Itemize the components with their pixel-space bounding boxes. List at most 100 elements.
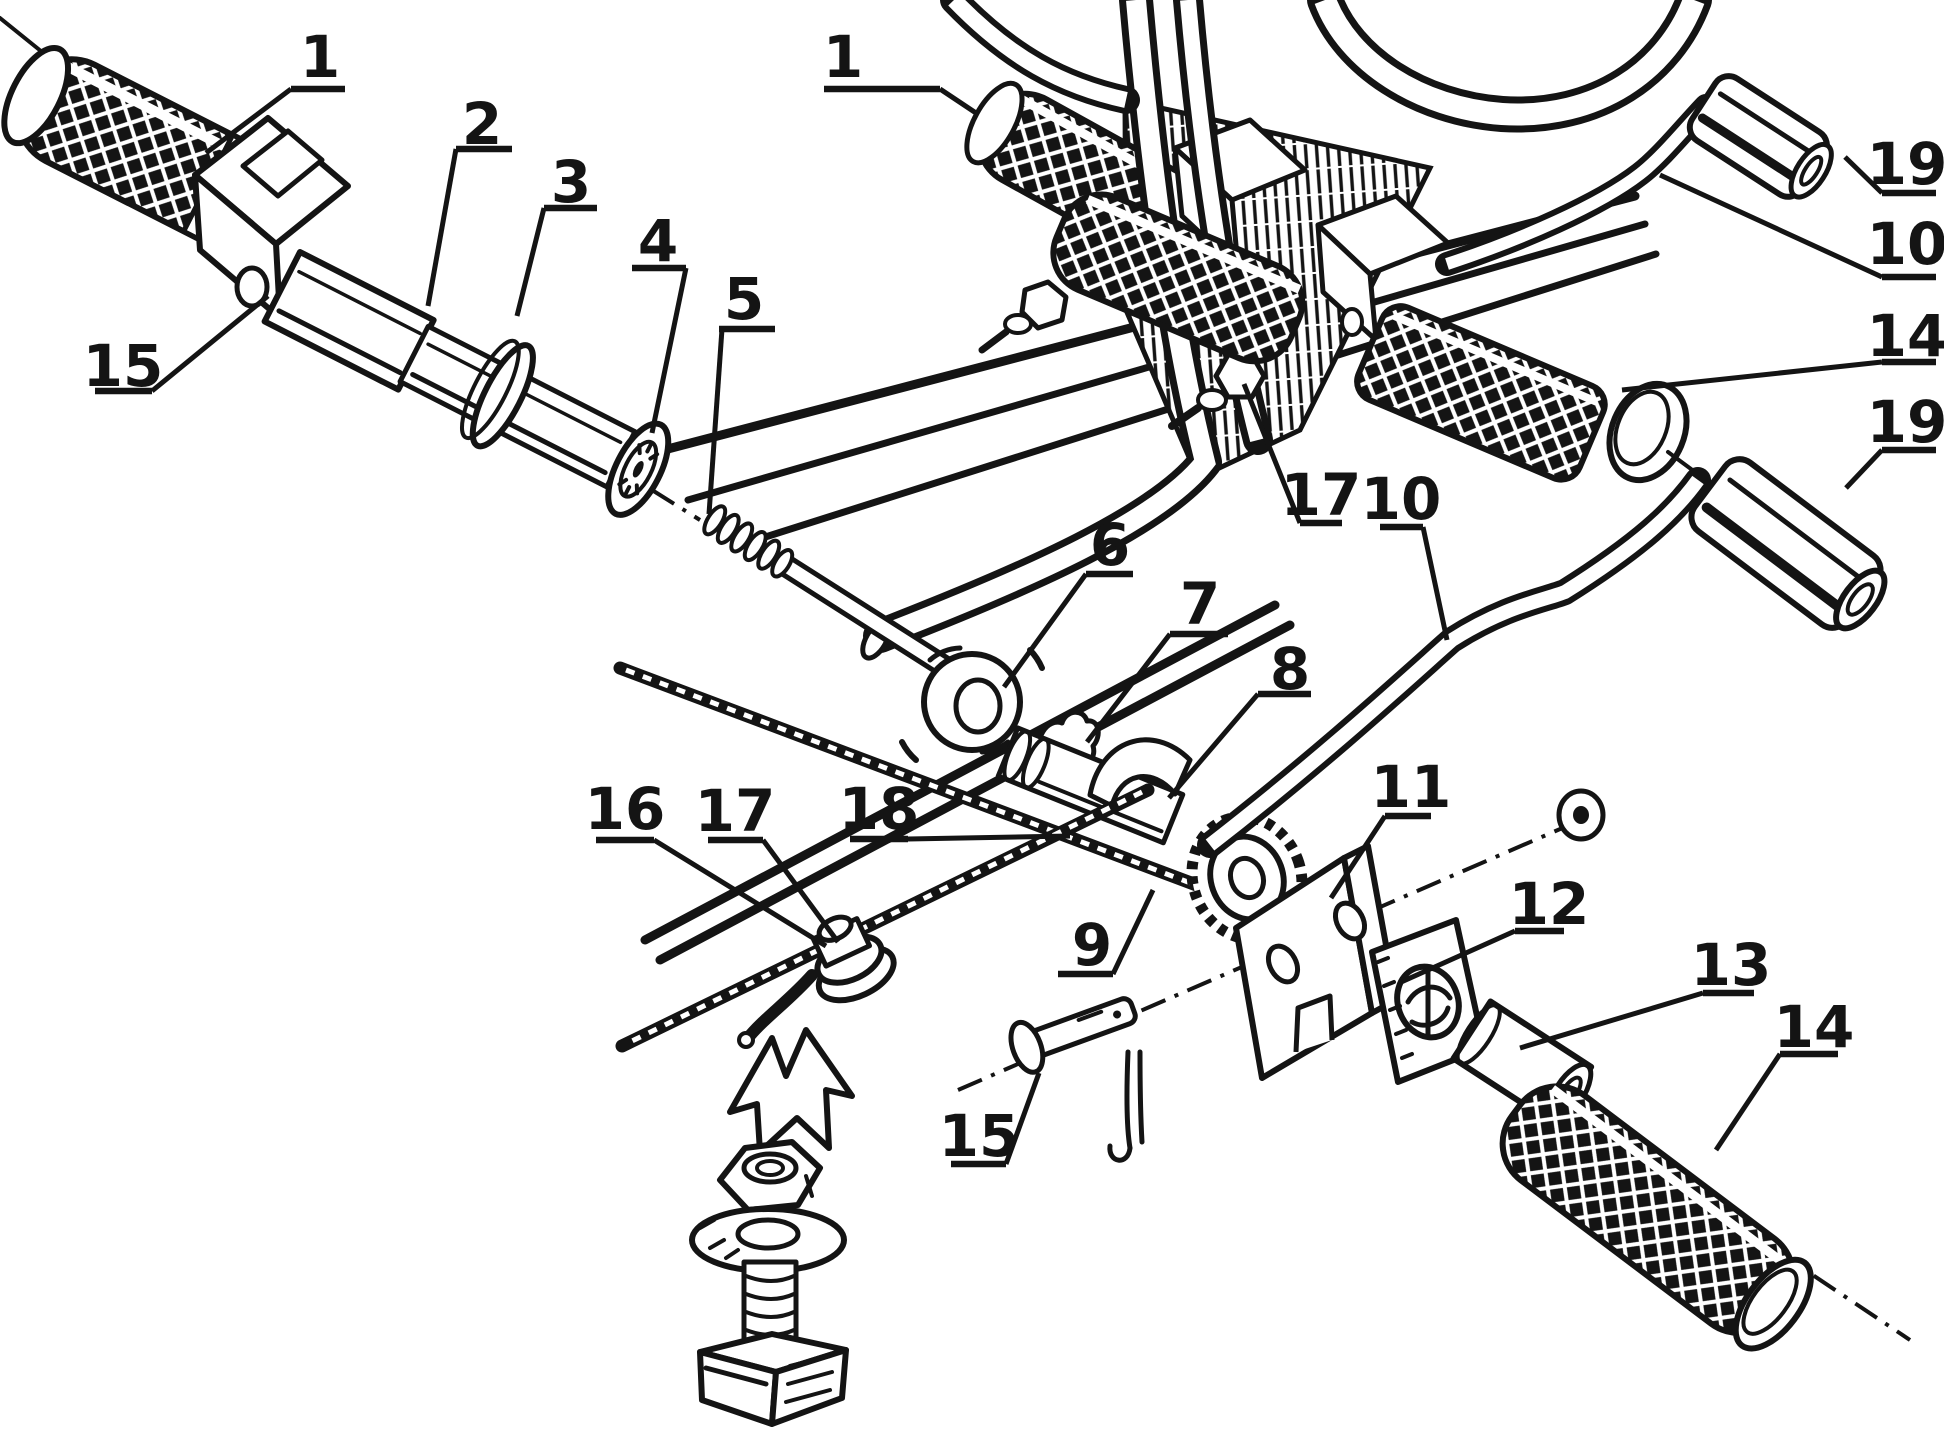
callout-leader-line [514,207,547,317]
part-number: 11 [1371,753,1452,821]
splined-end-cap [605,420,672,518]
part-callout-10: 10 [1658,172,1944,281]
callout-leader-line [1085,632,1172,744]
callout-leader-line [760,838,841,944]
cotter-pin [1107,1049,1145,1163]
part-number: 10 [1361,465,1442,533]
part-callout-18: 18 [839,775,1071,843]
kick-lever-upper [1435,73,1834,276]
part-number: 2 [462,90,502,158]
pivot-dome [1087,737,1193,809]
callout-leader-line [1658,172,1884,280]
part-number: 8 [1270,635,1310,703]
part-number: 9 [1072,911,1112,979]
part-number: 14 [1774,993,1855,1061]
hex-nut [717,1139,823,1213]
callout-leader-line [938,86,978,116]
part-callout-14: 14 [1713,993,1855,1152]
callout-leader-line [1713,1052,1783,1152]
frame-lower-stays [640,600,1295,965]
part-number: 1 [300,23,340,91]
kick-lever-lower [1197,456,1888,858]
part-number: 15 [83,332,164,400]
part-callout-8: 8 [1167,635,1311,800]
part-callout-13: 13 [1519,931,1772,1051]
frame-rear-loop-tube [1307,0,1712,133]
callout-leader-line [1519,990,1704,1051]
part-number: 15 [939,1102,1020,1170]
flat-washer [689,1206,847,1274]
part-callout-17: 17 [695,777,841,944]
part-callout-9: 9 [1058,888,1156,979]
part-callout-10: 10 [1361,465,1450,641]
part-number: 10 [1867,210,1944,278]
pivot-tube-assembly [261,249,672,518]
callout-leader-line [1001,572,1089,689]
cable-adjuster [810,914,897,1004]
mounting-bracket [1233,843,1399,1081]
callout-leader-line [1110,888,1156,976]
detached-footrest-rubber [1499,1083,1814,1352]
brake-rod [613,661,1222,899]
part-number: 7 [1180,570,1220,638]
part-callout-1: 1 [204,23,345,155]
part-callout-14: 14 [1621,302,1944,393]
part-callout-3: 3 [514,148,597,317]
callout-leader-line [652,837,828,949]
callout-leader-line [1167,692,1260,800]
part-number: 18 [839,775,920,843]
part-number: 4 [638,207,678,275]
stud-bolt [697,1259,849,1427]
callout-leader-line [649,267,689,434]
part-number: 13 [1691,931,1772,999]
part-number: 14 [1867,302,1944,370]
callout-leader-line [204,87,293,155]
frame-bolt-upper [978,279,1069,354]
callout-leader-line [1621,359,1883,393]
cable-end-hook [742,969,818,1044]
pedal-rubber-lower [1688,456,1888,632]
part-callout-16: 16 [585,775,828,949]
rod-washer [899,645,1045,763]
assembly-arrow [727,1027,855,1155]
clevis-pin [1008,996,1138,1075]
part-number: 17 [1281,461,1362,529]
part-callout-15: 15 [939,1072,1042,1170]
part-callout-11: 11 [1328,753,1452,900]
part-number: 17 [695,777,776,845]
part-callout-19: 19 [1843,130,1944,198]
part-callout-1: 1 [823,23,978,116]
part-number: 12 [1509,870,1590,938]
part-callout-2: 2 [425,90,512,307]
small-washer [1556,788,1606,842]
square-nut-plate [1369,917,1487,1085]
callout-leader-line [907,833,1071,842]
part-callout-5: 5 [706,265,775,515]
callout-leader-line [150,294,270,393]
pedal-rubber-upper [1686,73,1834,200]
callout-leader-line [1328,814,1388,900]
part-number: 5 [724,265,764,333]
part-callout-7: 7 [1085,570,1228,744]
part-number: 1 [823,23,863,91]
callout-leader-line [1844,448,1884,490]
part-number: 6 [1090,511,1130,579]
callout-leader-line [1241,383,1303,524]
callout-leader-line [1420,526,1450,641]
callout-leader-line [1003,1072,1042,1165]
frame-top-tube [940,0,1140,114]
part-callout-12: 12 [1397,870,1590,986]
part-number: 19 [1867,130,1944,198]
axis-dots [650,488,702,522]
callout-leader-line [425,148,459,307]
right-footrest [1050,191,1716,488]
part-callout-17: 17 [1241,383,1362,529]
part-number: 3 [551,148,591,216]
part-callout-19: 19 [1844,388,1944,490]
part-number: 19 [1867,388,1944,456]
part-number: 16 [585,775,666,843]
callout-leader-line [1397,928,1517,986]
